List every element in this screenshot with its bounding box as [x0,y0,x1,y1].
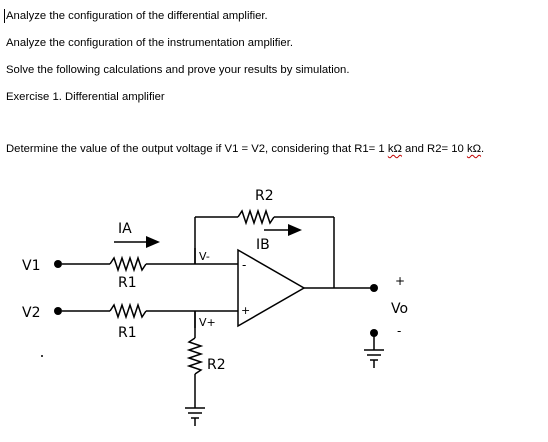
r1-bottom-resistor [109,302,147,320]
op-amp-triangle [237,248,306,328]
label-ia: IA [118,221,132,237]
r2-top-resistor [237,208,275,226]
label-v-plus: V+ [199,316,216,329]
r1-top-resistor [109,255,147,273]
label-out-plus: + [395,274,405,288]
exercise-heading: Exercise 1. Differential amplifier [6,91,165,103]
question-part-3: . [481,143,485,155]
ia-arrow-head-icon [146,236,160,248]
text-line-2: Analyze the configuration of the instrum… [6,37,293,49]
unit-kohm-1: kΩ [387,143,402,155]
label-v-minus: V- [199,250,210,263]
r2-bottom-resistor [186,337,204,375]
label-out-minus: - [397,324,401,338]
label-ib: IB [256,237,270,253]
stray-dot [41,355,43,357]
text-line-1: Analyze the configuration of the differe… [6,10,268,22]
question-part-2: and R2= 10 [401,143,467,155]
label-r1-top: R1 [118,275,137,291]
label-v1: V1 [22,258,40,274]
unit-kohm-2: kΩ [466,143,482,155]
label-r1-bottom: R1 [118,325,137,341]
label-r2-top: R2 [255,188,274,204]
label-opamp-plus: + [241,304,250,317]
ib-arrow-head-icon [288,224,302,236]
v1-terminal [54,260,62,268]
ground-r2 [185,407,205,426]
label-vo: Vo [391,301,408,317]
vo-plus-terminal [370,284,378,292]
label-opamp-minus: - [242,258,246,272]
vo-minus-terminal [370,329,378,337]
label-r2-bottom: R2 [207,357,226,373]
ground-output [364,349,384,368]
question-part-1: Determine the value of the output voltag… [6,143,388,155]
text-cursor [4,9,5,23]
text-line-3: Solve the following calculations and pro… [6,64,350,76]
v2-terminal [54,307,62,315]
question-text: Determine the value of the output voltag… [6,142,484,156]
label-v2: V2 [22,305,40,321]
